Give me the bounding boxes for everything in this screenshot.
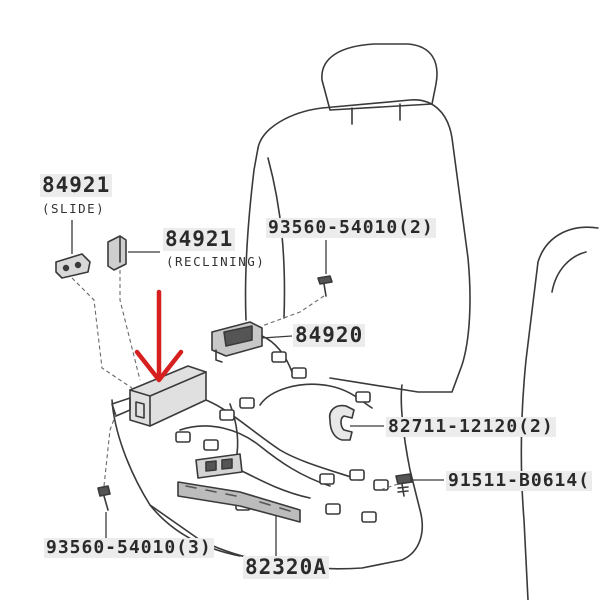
harness-rail bbox=[177, 481, 301, 523]
reclining-knob bbox=[107, 235, 127, 271]
guide-slide bbox=[71, 277, 133, 389]
bolt-part-number: 91511-B0614( bbox=[446, 470, 593, 491]
red-arrow-icon bbox=[134, 289, 184, 383]
harness-part-number: 82320A bbox=[243, 555, 329, 579]
seat-back-outline bbox=[257, 99, 471, 393]
slide-knob-note: (SLIDE) bbox=[42, 201, 106, 216]
guide-screw-top bbox=[261, 295, 325, 327]
power-seat-switch bbox=[211, 321, 263, 363]
seat-cushion-front bbox=[149, 504, 241, 557]
screw-bottom-part-number: 93560-54010(3) bbox=[44, 537, 214, 558]
clamp-part-number: 82711-12120(2) bbox=[386, 416, 556, 437]
switch-part-number: 84920 bbox=[293, 323, 366, 347]
screw-top bbox=[317, 275, 333, 297]
reclining-knob-note: (RECLINING) bbox=[166, 254, 266, 269]
screw-top-part-number: 93560-54010(2) bbox=[266, 217, 436, 238]
guide-bolt bbox=[379, 483, 399, 491]
guide-reclining bbox=[119, 270, 141, 381]
guide-screw-bottom bbox=[103, 413, 117, 487]
seat-back-side bbox=[244, 147, 259, 321]
reclining-knob-part-number: 84921 bbox=[163, 227, 236, 251]
harness-connectors bbox=[175, 351, 389, 523]
bolt bbox=[395, 473, 413, 497]
slide-knob bbox=[55, 253, 91, 279]
harness-wire-e bbox=[239, 469, 311, 499]
harness-wire-c bbox=[179, 425, 331, 487]
screw-bottom bbox=[97, 485, 111, 511]
headrest-outline bbox=[321, 43, 438, 111]
rear-seat-outline bbox=[520, 226, 599, 600]
junction-block bbox=[195, 453, 243, 479]
slide-knob-part-number: 84921 bbox=[40, 173, 113, 197]
headrest-stalk bbox=[351, 103, 401, 125]
wire-clamp bbox=[328, 404, 355, 441]
rear-seat-inner bbox=[551, 251, 587, 293]
seat-cushion-outline bbox=[111, 384, 424, 570]
seat-back-inner-line bbox=[267, 157, 286, 319]
leader-switch bbox=[261, 335, 293, 339]
